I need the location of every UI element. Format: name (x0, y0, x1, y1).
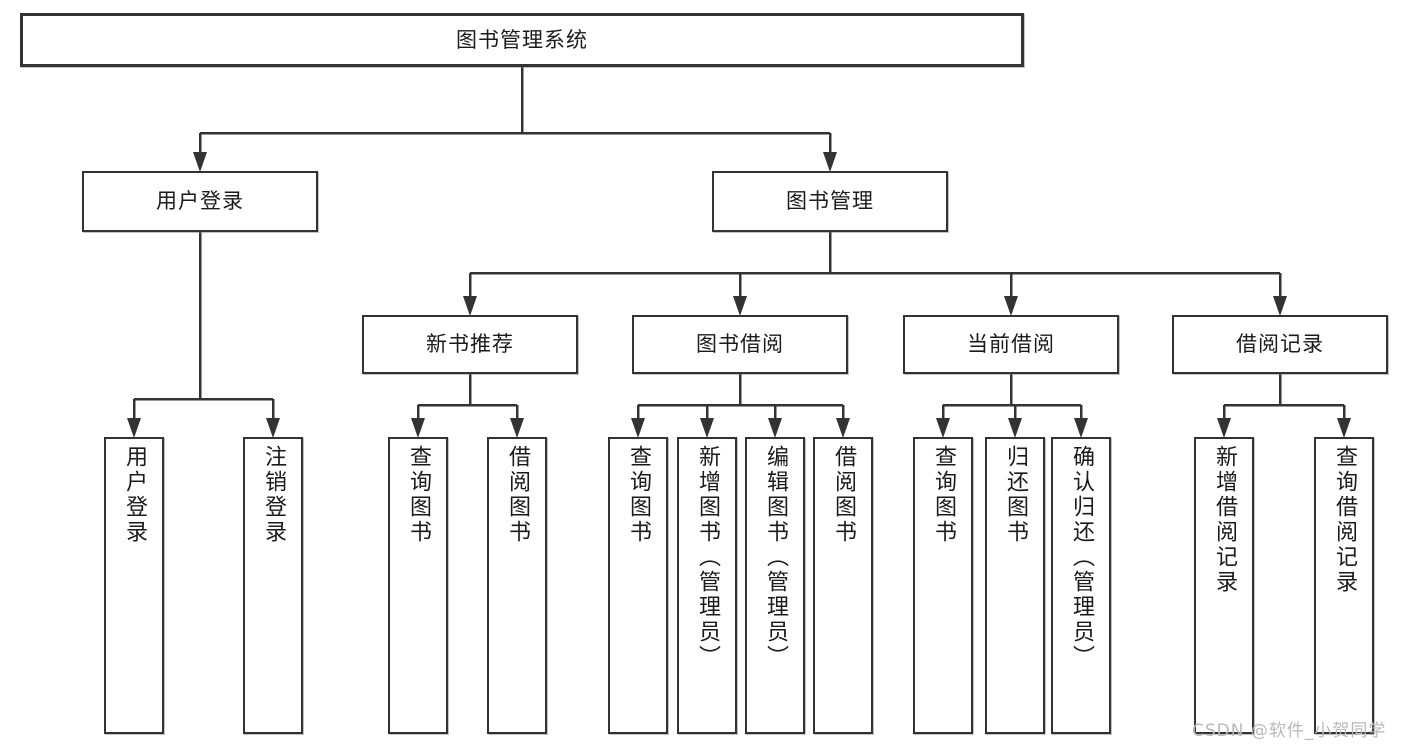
node-label: 查询图书 (406, 445, 431, 545)
node-label: 当前借阅 (967, 332, 1055, 357)
node-newbook[interactable]: 新书推荐 (362, 315, 578, 374)
node-label: 新增图书（管理员） (695, 445, 720, 670)
node-current[interactable]: 当前借阅 (903, 315, 1119, 374)
node-leaf-bor-2[interactable]: 新增图书（管理员） (677, 437, 737, 734)
node-leaf-login-2[interactable]: 注销登录 (243, 437, 303, 734)
node-label: 用户登录 (156, 189, 244, 214)
node-label: 编辑图书（管理员） (763, 445, 788, 670)
node-label: 借阅记录 (1236, 332, 1324, 357)
node-label: 借阅图书 (831, 445, 856, 545)
node-label: 图书借阅 (696, 332, 784, 357)
watermark-label: CSDN @软件_小贺同学 (1192, 721, 1387, 741)
node-bookmgmt[interactable]: 图书管理 (712, 171, 948, 232)
node-leaf-login-1[interactable]: 用户登录 (104, 437, 164, 734)
node-records[interactable]: 借阅记录 (1172, 315, 1388, 374)
node-root[interactable]: 图书管理系统 (20, 13, 1024, 67)
node-label: 归还图书 (1003, 445, 1028, 545)
node-leaf-rec-1[interactable]: 新增借阅记录 (1194, 437, 1254, 734)
node-label: 图书管理系统 (456, 27, 588, 52)
node-label: 新书推荐 (426, 332, 514, 357)
node-leaf-bor-3[interactable]: 编辑图书（管理员） (745, 437, 805, 734)
node-leaf-cur-3[interactable]: 确认归还（管理员） (1051, 437, 1111, 734)
node-label: 图书管理 (786, 189, 874, 214)
node-label: 借阅图书 (505, 445, 530, 545)
node-label: 查询图书 (626, 445, 651, 545)
node-leaf-new-2[interactable]: 借阅图书 (487, 437, 547, 734)
node-label: 注销登录 (261, 445, 286, 545)
node-label: 用户登录 (122, 445, 147, 545)
node-label: 查询借阅记录 (1332, 445, 1357, 595)
node-leaf-bor-4[interactable]: 借阅图书 (813, 437, 873, 734)
node-label: 新增借阅记录 (1212, 445, 1237, 595)
node-leaf-cur-1[interactable]: 查询图书 (913, 437, 973, 734)
node-leaf-rec-2[interactable]: 查询借阅记录 (1314, 437, 1374, 734)
node-label: 查询图书 (931, 445, 956, 545)
node-login[interactable]: 用户登录 (82, 171, 318, 232)
node-leaf-new-1[interactable]: 查询图书 (388, 437, 448, 734)
node-label: 确认归还（管理员） (1069, 445, 1094, 670)
node-leaf-cur-2[interactable]: 归还图书 (985, 437, 1045, 734)
node-borrow[interactable]: 图书借阅 (632, 315, 848, 374)
node-leaf-bor-1[interactable]: 查询图书 (608, 437, 668, 734)
